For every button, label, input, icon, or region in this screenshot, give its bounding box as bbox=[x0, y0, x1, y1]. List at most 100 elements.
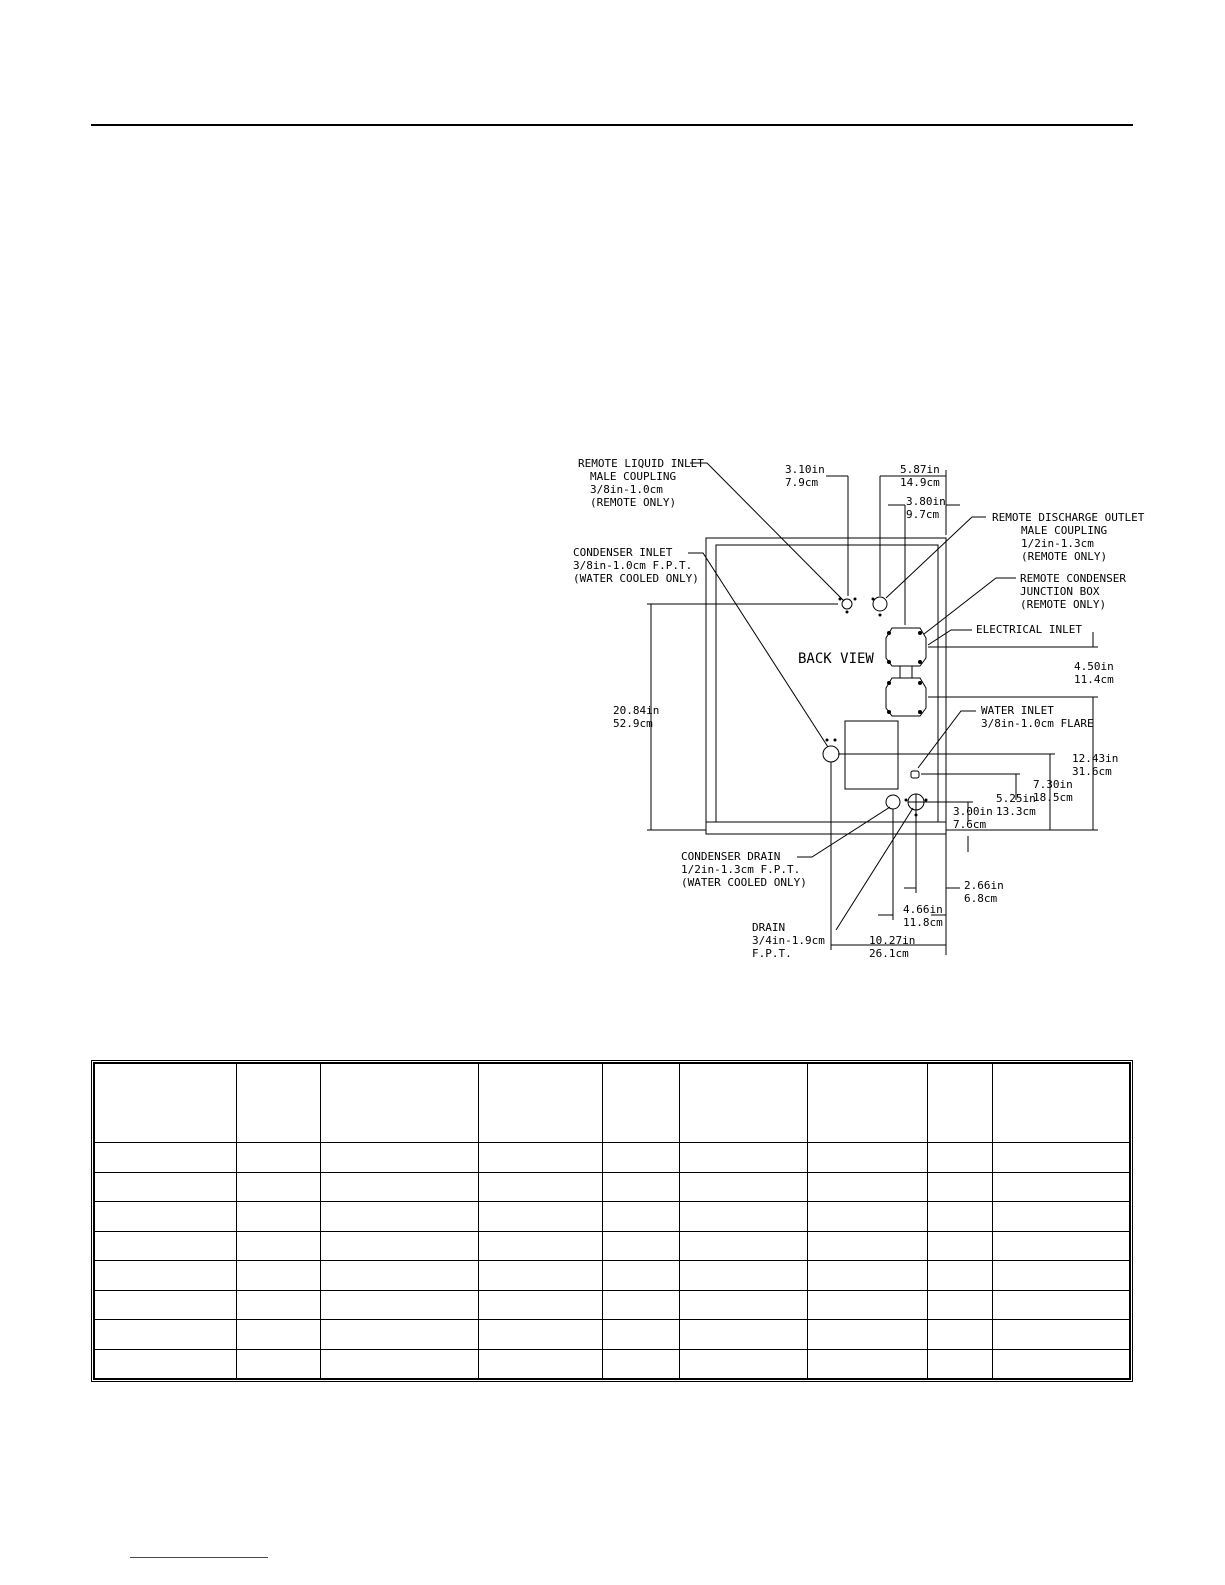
table-cell bbox=[478, 1230, 603, 1261]
table-cell bbox=[602, 1348, 680, 1379]
condenser-drain-fitting bbox=[885, 794, 901, 810]
table-cell bbox=[807, 1319, 928, 1350]
table-cell bbox=[94, 1142, 237, 1173]
table-cell bbox=[94, 1289, 237, 1320]
table-row bbox=[94, 1201, 1130, 1232]
table-cell bbox=[236, 1289, 321, 1320]
table-cell bbox=[320, 1289, 479, 1320]
table-cell bbox=[992, 1171, 1130, 1202]
electrical-inlet-label: ELECTRICAL INLET bbox=[976, 623, 1082, 636]
electrical-box bbox=[885, 677, 927, 717]
table-cell bbox=[807, 1171, 928, 1202]
table-cell bbox=[236, 1348, 321, 1379]
table-cell bbox=[478, 1142, 603, 1173]
table-cell bbox=[94, 1260, 237, 1291]
table-cell bbox=[679, 1319, 808, 1350]
table-cell bbox=[94, 1348, 237, 1379]
table-cell bbox=[927, 1260, 993, 1291]
table-cell bbox=[94, 1063, 237, 1143]
table-cell bbox=[320, 1063, 479, 1143]
table-cell bbox=[992, 1260, 1130, 1291]
table-cell bbox=[679, 1201, 808, 1232]
table-cell bbox=[478, 1063, 603, 1143]
table-header-row bbox=[94, 1063, 1130, 1143]
view-label: BACK VIEW bbox=[798, 651, 874, 667]
table-cell bbox=[478, 1319, 603, 1350]
cabinet-outer bbox=[705, 537, 947, 835]
table-cell bbox=[236, 1230, 321, 1261]
table-row bbox=[94, 1230, 1130, 1261]
table-cell bbox=[478, 1201, 603, 1232]
table-cell bbox=[320, 1201, 479, 1232]
specification-table bbox=[91, 1060, 1133, 1382]
table-cell bbox=[602, 1289, 680, 1320]
remote-liquid-inlet-fitting bbox=[841, 598, 853, 610]
table-cell bbox=[602, 1319, 680, 1350]
table-cell bbox=[602, 1171, 680, 1202]
table-cell bbox=[602, 1142, 680, 1173]
junction-box bbox=[885, 627, 927, 667]
table-cell bbox=[807, 1260, 928, 1291]
table-cell bbox=[602, 1063, 680, 1143]
table-cell bbox=[679, 1142, 808, 1173]
table-cell bbox=[602, 1260, 680, 1291]
remote-discharge-outlet-fitting bbox=[872, 596, 888, 612]
table-cell bbox=[320, 1260, 479, 1291]
table-row bbox=[94, 1289, 1130, 1320]
top-rule bbox=[91, 124, 1133, 126]
table-cell bbox=[679, 1063, 808, 1143]
table-cell bbox=[807, 1063, 928, 1143]
table-cell bbox=[94, 1171, 237, 1202]
table-cell bbox=[94, 1230, 237, 1261]
table-cell bbox=[927, 1348, 993, 1379]
table-cell bbox=[927, 1201, 993, 1232]
table-cell bbox=[927, 1319, 993, 1350]
table-cell bbox=[807, 1201, 928, 1232]
table-cell bbox=[236, 1201, 321, 1232]
table-cell bbox=[602, 1230, 680, 1261]
table-cell bbox=[807, 1142, 928, 1173]
table-cell bbox=[94, 1319, 237, 1350]
table-cell bbox=[992, 1289, 1130, 1320]
table-cell bbox=[992, 1319, 1130, 1350]
table-cell bbox=[236, 1142, 321, 1173]
table-cell bbox=[927, 1171, 993, 1202]
footer-link-underline bbox=[130, 1557, 268, 1558]
table-cell bbox=[679, 1171, 808, 1202]
table-cell bbox=[927, 1142, 993, 1173]
table-cell bbox=[478, 1348, 603, 1379]
table-row bbox=[94, 1348, 1130, 1379]
table-cell bbox=[679, 1230, 808, 1261]
table-cell bbox=[478, 1260, 603, 1291]
table-cell bbox=[478, 1289, 603, 1320]
table-row bbox=[94, 1171, 1130, 1202]
table-cell bbox=[992, 1063, 1130, 1143]
table-cell bbox=[927, 1230, 993, 1261]
table-cell bbox=[992, 1230, 1130, 1261]
table-cell bbox=[807, 1348, 928, 1379]
water-inlet-fitting bbox=[910, 770, 920, 779]
table-cell bbox=[94, 1201, 237, 1232]
table-cell bbox=[320, 1171, 479, 1202]
table-cell bbox=[602, 1201, 680, 1232]
table-cell bbox=[236, 1319, 321, 1350]
table-cell bbox=[320, 1230, 479, 1261]
table-row bbox=[94, 1319, 1130, 1350]
table-cell bbox=[807, 1289, 928, 1320]
table-row bbox=[94, 1260, 1130, 1291]
